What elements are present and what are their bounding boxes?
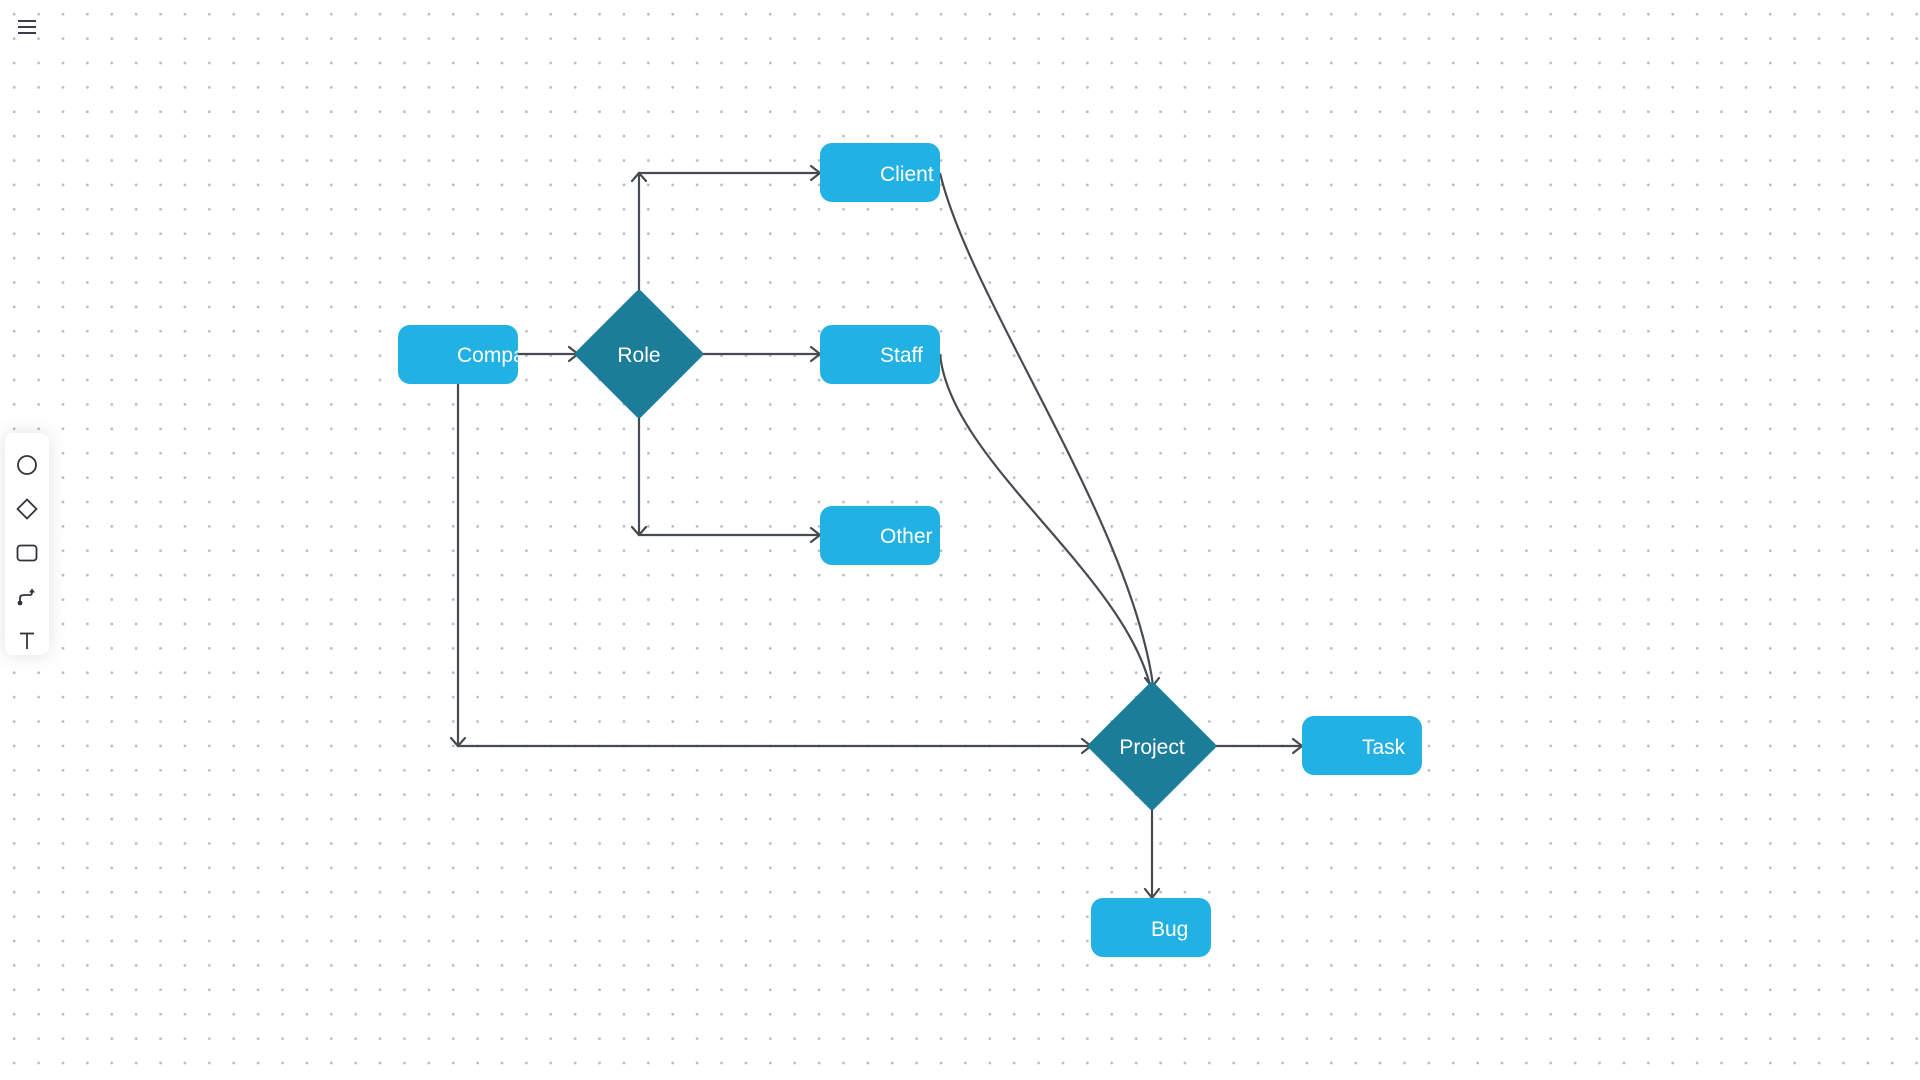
node-staff-label: Staff: [880, 344, 923, 367]
menu-button[interactable]: [12, 12, 42, 42]
node-project[interactable]: Project: [1088, 682, 1216, 810]
node-staff[interactable]: Staff: [820, 325, 940, 384]
rectangle-icon: [16, 544, 38, 562]
edge-company-project[interactable]: [456, 384, 1091, 748]
edge-role-client[interactable]: [637, 171, 820, 293]
edge-staff-project[interactable]: [938, 353, 1152, 686]
tool-rectangle-button[interactable]: [9, 535, 45, 571]
node-company-label: Company: [457, 344, 547, 367]
tool-connector-button[interactable]: [9, 579, 45, 615]
arrowhead-down-role: [630, 525, 648, 537]
node-role[interactable]: Role: [575, 290, 703, 418]
diamond-icon: [16, 498, 38, 520]
node-other[interactable]: Other: [820, 506, 940, 565]
node-client[interactable]: Client: [820, 143, 940, 202]
arrowhead-corner-company: [449, 736, 467, 748]
node-bug[interactable]: Bug: [1091, 898, 1211, 957]
edge-role-other[interactable]: [637, 415, 820, 537]
text-icon: [20, 632, 34, 649]
circle-icon: [17, 455, 37, 475]
hamburger-menu-icon: [18, 20, 36, 34]
node-client-label: Client: [880, 163, 934, 186]
node-task-label: Task: [1362, 736, 1406, 759]
nodes: Company Role Client Staff Other Project: [398, 143, 1422, 957]
node-task[interactable]: Task: [1302, 716, 1422, 775]
node-company[interactable]: Company: [398, 325, 547, 384]
node-project-label: Project: [1119, 736, 1185, 759]
node-role-label: Role: [617, 344, 660, 367]
node-bug-label: Bug: [1151, 918, 1188, 941]
tool-circle-button[interactable]: [9, 447, 45, 483]
tool-diamond-button[interactable]: [9, 491, 45, 527]
shape-toolbar: [5, 433, 49, 655]
node-other-label: Other: [880, 525, 933, 548]
arrowhead-up-role: [630, 171, 648, 183]
edge-client-project[interactable]: [938, 172, 1155, 686]
tool-text-button[interactable]: [9, 623, 45, 659]
connector-icon: [17, 588, 35, 606]
